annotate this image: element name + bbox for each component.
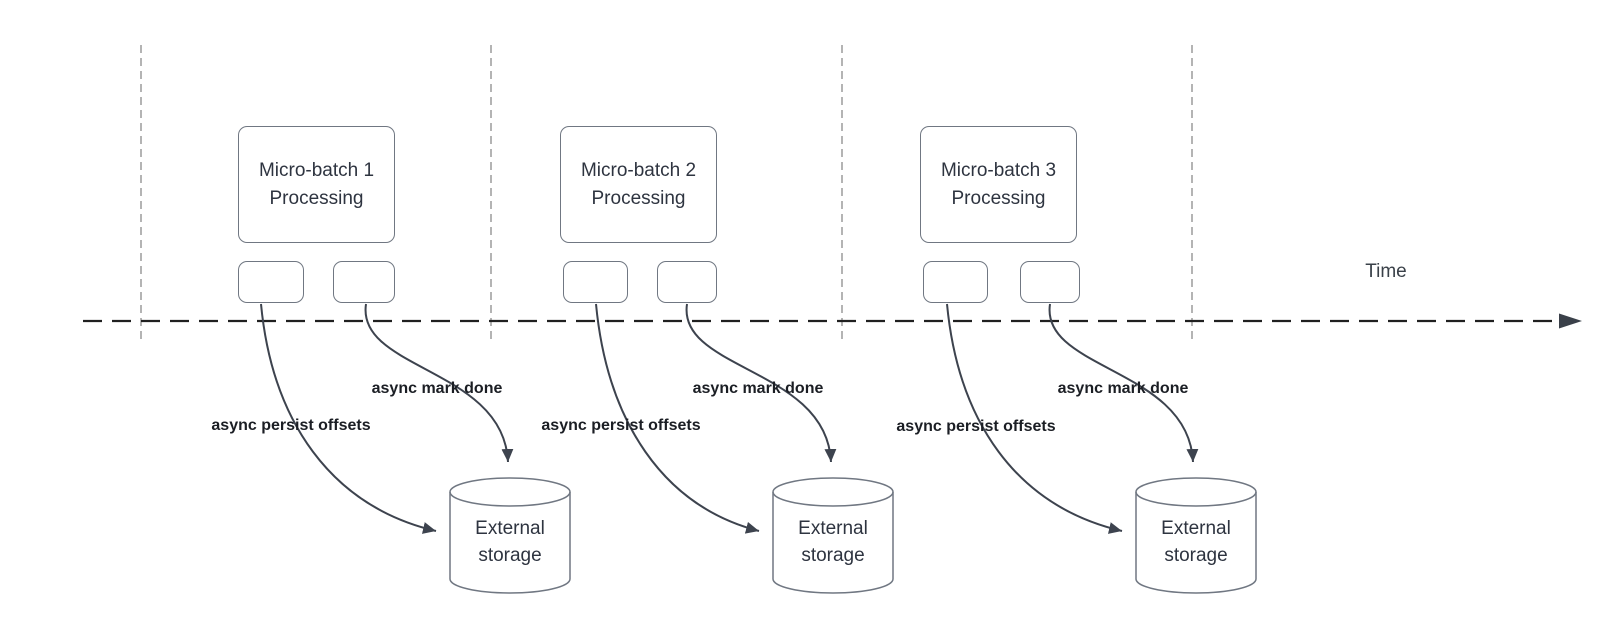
storage-cylinder-2 bbox=[772, 477, 894, 594]
storage-cylinder-1 bbox=[449, 477, 571, 594]
storage-cylinder-3 bbox=[1135, 477, 1257, 594]
persist-task-box-3 bbox=[923, 261, 988, 303]
mark-done-task-box-1 bbox=[333, 261, 395, 303]
persist-offsets-label: async persist offsets bbox=[541, 417, 701, 434]
persist-task-box-2 bbox=[563, 261, 628, 303]
micro-batch-box-1: Micro-batch 1 Processing bbox=[238, 126, 395, 243]
persist-offsets-arrow-2 bbox=[595, 303, 760, 534]
external-storage-label-2: External storage bbox=[773, 506, 893, 578]
micro-batch-title-line: Processing bbox=[269, 187, 364, 209]
persist-offsets-label: async persist offsets bbox=[211, 417, 371, 434]
storage-label-line: External bbox=[1161, 518, 1231, 539]
mark-done-label: async mark done bbox=[1057, 380, 1189, 397]
time-axis-label: Time bbox=[1365, 261, 1407, 282]
mark-done-arrow-3 bbox=[1048, 303, 1199, 463]
micro-batch-title-line: Micro-batch 2 bbox=[580, 159, 697, 181]
persist-offsets-arrow-3 bbox=[946, 303, 1123, 534]
persist-offsets-arrow-1 bbox=[260, 303, 437, 534]
persist-task-box-1 bbox=[238, 261, 304, 303]
storage-label-line: storage bbox=[1164, 545, 1228, 566]
mark-done-label: async mark done bbox=[371, 380, 503, 397]
mark-done-task-box-2 bbox=[657, 261, 717, 303]
mark-done-arrow-2 bbox=[685, 303, 837, 463]
storage-label-line: External bbox=[475, 518, 545, 539]
external-storage-label-1: External storage bbox=[450, 506, 570, 578]
mark-done-task-box-3 bbox=[1020, 261, 1080, 303]
micro-batch-title-line: Micro-batch 3 bbox=[940, 159, 1057, 181]
micro-batch-box-3: Micro-batch 3 Processing bbox=[920, 126, 1077, 243]
external-storage-label-3: External storage bbox=[1136, 506, 1256, 578]
time-axis-arrowhead-icon bbox=[1559, 313, 1582, 329]
storage-label-line: storage bbox=[801, 545, 865, 566]
storage-label-line: storage bbox=[478, 545, 542, 566]
persist-offsets-label: async persist offsets bbox=[896, 418, 1056, 435]
micro-batch-box-2: Micro-batch 2 Processing bbox=[560, 126, 717, 243]
micro-batch-title-line: Processing bbox=[951, 187, 1046, 209]
micro-batch-title-line: Processing bbox=[591, 187, 686, 209]
mark-done-arrow-1 bbox=[364, 303, 514, 463]
mark-done-label: async mark done bbox=[692, 380, 824, 397]
storage-label-line: External bbox=[798, 518, 868, 539]
micro-batch-title-line: Micro-batch 1 bbox=[258, 159, 375, 181]
